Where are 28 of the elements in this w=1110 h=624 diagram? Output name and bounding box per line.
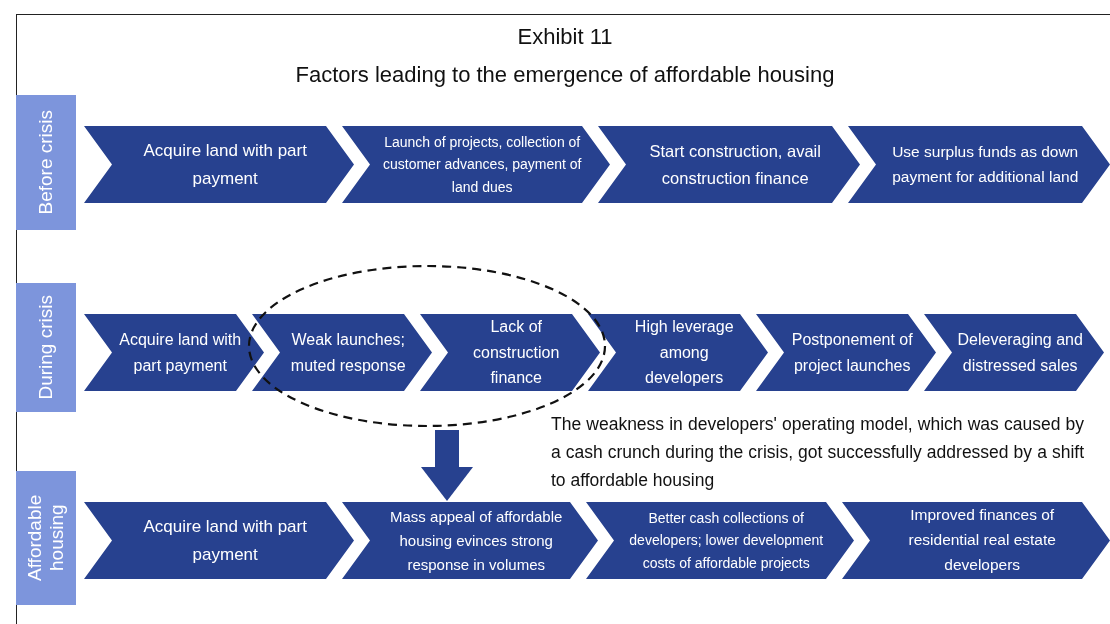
step-text: Acquire land with part payment <box>142 516 308 566</box>
step-text: Use surplus funds as down payment for additional land <box>891 141 1080 187</box>
chevron-step <box>842 502 1110 579</box>
row-header-band <box>16 283 76 412</box>
row-header-band <box>16 95 76 230</box>
exhibit-number: Exhibit 11 <box>517 24 613 50</box>
row-header-text: During crisis <box>35 295 57 400</box>
step-text: Deleveraging and distressed sales <box>956 329 1084 376</box>
note-text: The weakness in developers' operating model, which was caused by a cash crunch during the crisis, got successfully addressed by a shift to affordable housing <box>551 413 1084 492</box>
row-header-text: Before crisis <box>35 110 57 215</box>
step-text: High leverage among developers <box>633 317 735 389</box>
block-arrow <box>421 430 473 501</box>
step-text: Lack of construction finance <box>472 317 561 389</box>
chevron-step <box>848 126 1110 203</box>
step-text: Mass appeal of affordable housing evinces strong response in volumes <box>389 506 564 575</box>
step-text: Start construction, avail construction finance <box>648 141 822 189</box>
step-text: Better cash collections of developers; lower development costs of affordable projects <box>628 508 825 573</box>
step-text: Acquire land with part payment <box>142 140 308 190</box>
step-text: Launch of projects, collection of customer advances, payment of land dues <box>382 132 583 197</box>
step-text: Weak launches; muted response <box>289 329 407 376</box>
step-text: Acquire land with part payment <box>118 329 243 376</box>
chevron-step <box>84 314 264 391</box>
step-text: Improved finances of residential real estate developers <box>907 505 1057 575</box>
row-header-band <box>16 471 76 605</box>
title: Factors leading to the emergence of affordable housing <box>295 62 835 88</box>
row-header-text: Affordable housing <box>24 493 68 584</box>
chevron-step <box>588 314 768 391</box>
step-text: Postponement of project launches <box>790 329 914 376</box>
